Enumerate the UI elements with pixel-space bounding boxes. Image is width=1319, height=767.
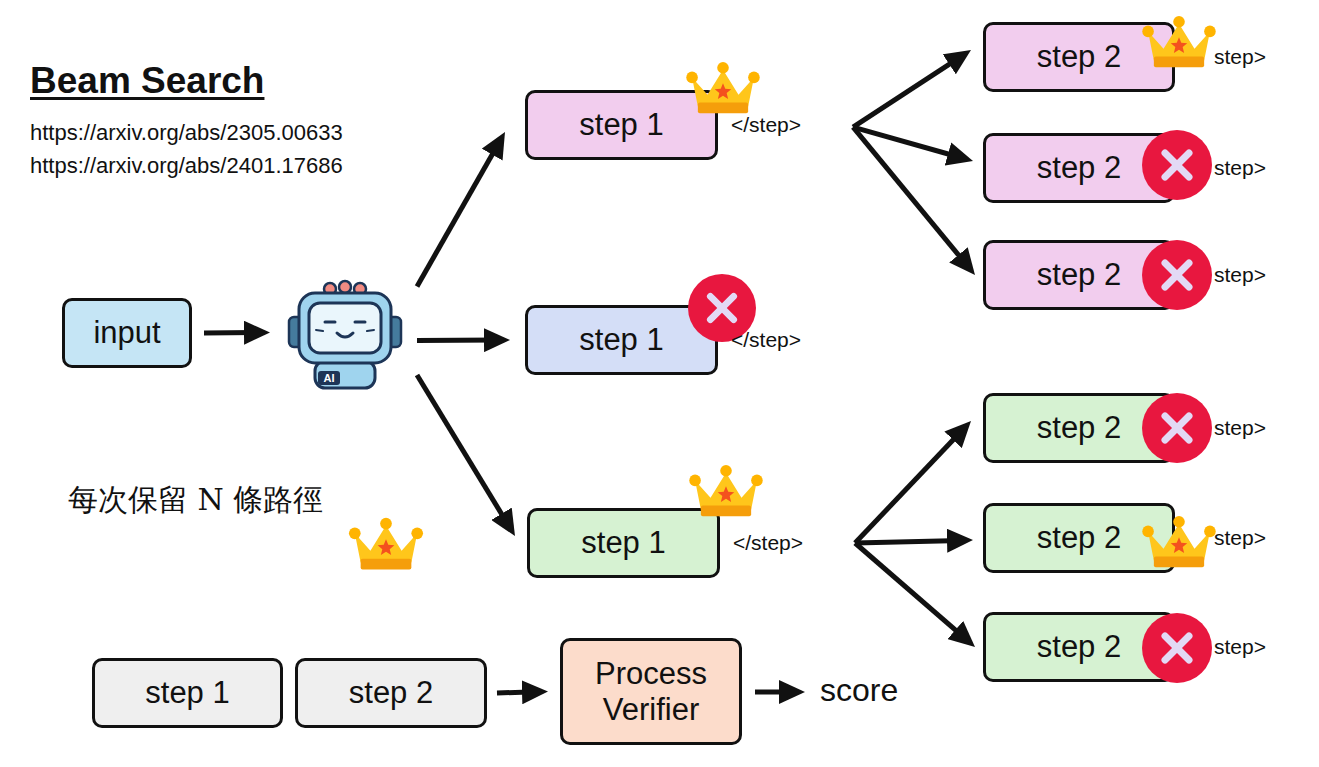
step-box: Process Verifier bbox=[560, 638, 742, 745]
step-box: step 2step> bbox=[983, 133, 1175, 203]
arrow-connector bbox=[497, 692, 536, 693]
crown-icon bbox=[1142, 516, 1215, 567]
step-end-tag: step> bbox=[1214, 526, 1266, 550]
crown-icon bbox=[686, 62, 759, 113]
box-text: step 2 bbox=[1037, 410, 1121, 446]
step-box: step 1</step> bbox=[525, 305, 718, 375]
box-text: step 1 bbox=[579, 107, 663, 143]
step-end-tag: step> bbox=[1214, 156, 1266, 180]
arrow-connector bbox=[204, 330, 258, 335]
reject-icon bbox=[1142, 130, 1212, 200]
box-text: step 2 bbox=[1037, 520, 1121, 556]
step-end-tag: step> bbox=[1214, 635, 1266, 659]
arrow-connector bbox=[855, 543, 966, 639]
robot-badge-text: AI bbox=[320, 371, 338, 385]
box-text: input bbox=[93, 315, 160, 351]
step-box: step 2step> bbox=[983, 240, 1175, 310]
arrow-connector bbox=[417, 338, 498, 343]
box-text: step 1 bbox=[579, 322, 663, 358]
reject-icon bbox=[1142, 613, 1212, 683]
step-box: step 1</step> bbox=[527, 508, 720, 578]
robot-node: AI bbox=[285, 275, 405, 390]
step-box: step 2step> bbox=[983, 503, 1175, 573]
diagram-title: Beam Search bbox=[30, 60, 264, 102]
step-end-tag: step> bbox=[1214, 416, 1266, 440]
reject-icon bbox=[1142, 240, 1212, 310]
box-text: step 2 bbox=[1037, 150, 1121, 186]
arrow-connector bbox=[853, 127, 961, 158]
arrow-connector bbox=[853, 127, 967, 266]
arrow-connector bbox=[853, 57, 961, 128]
arrow-connector bbox=[855, 430, 963, 543]
step-end-tag: </step> bbox=[731, 113, 801, 137]
arrow-connector bbox=[417, 142, 499, 286]
step-box: step 2step> bbox=[983, 393, 1175, 463]
step-end-tag: step> bbox=[1214, 45, 1266, 69]
robot-illustration bbox=[285, 275, 405, 390]
box-text: step 1 bbox=[145, 675, 229, 711]
step-box: step 1</step> bbox=[525, 90, 718, 160]
box-text: step 2 bbox=[1037, 257, 1121, 293]
box-text: step 2 bbox=[349, 675, 433, 711]
note-text: 每次保留 N 條路徑 bbox=[68, 480, 323, 521]
arrow-connector bbox=[417, 375, 509, 526]
crown-icon bbox=[689, 465, 762, 516]
step-box: input bbox=[62, 298, 192, 368]
step-end-tag: step> bbox=[1214, 263, 1266, 287]
step-box: step 2step> bbox=[983, 612, 1175, 682]
box-text: step 1 bbox=[581, 525, 665, 561]
output-label: score bbox=[820, 672, 898, 709]
crown-icon bbox=[1142, 16, 1215, 67]
step-end-tag: </step> bbox=[733, 531, 803, 555]
score-arrow bbox=[755, 690, 793, 695]
box-text: step 2 bbox=[1037, 39, 1121, 75]
step-box: step 2 bbox=[295, 658, 487, 728]
reference-link: https://arxiv.org/abs/2305.00633 bbox=[30, 120, 343, 146]
step-box: step 2step> bbox=[983, 22, 1175, 92]
arrow-connector bbox=[855, 540, 961, 543]
reject-icon bbox=[1142, 393, 1212, 463]
reference-link: https://arxiv.org/abs/2401.17686 bbox=[30, 153, 343, 179]
step-end-tag: </step> bbox=[731, 328, 801, 352]
box-text: step 2 bbox=[1037, 629, 1121, 665]
box-text: Process Verifier bbox=[569, 656, 733, 727]
reject-icon bbox=[688, 274, 756, 342]
crown-icon bbox=[349, 518, 423, 570]
step-box: step 1 bbox=[92, 658, 283, 728]
